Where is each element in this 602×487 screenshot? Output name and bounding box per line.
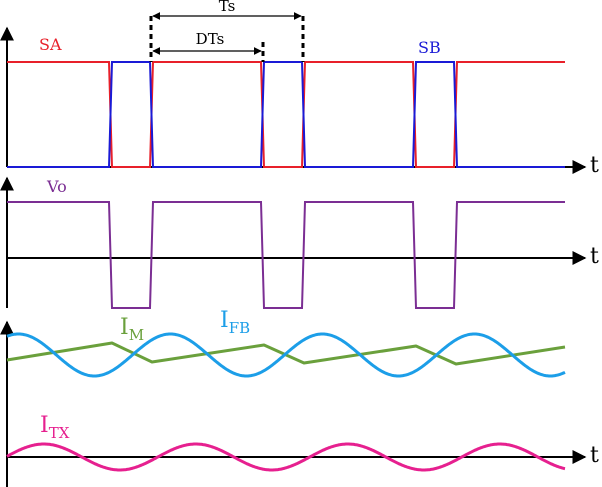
ifb-label: IFB [220, 308, 250, 337]
dts-label: DTs [196, 30, 225, 48]
sb-label: SB [418, 38, 441, 57]
im-label-main: I [120, 315, 129, 340]
sa-waveform [7, 61, 565, 168]
im-label: IM [120, 315, 144, 344]
panel2-t-label: t [590, 244, 599, 269]
ifb-label-main: I [220, 308, 229, 333]
itx-label: ITX [40, 413, 70, 442]
ifb-label-sub: FB [229, 319, 250, 337]
ifb-waveform [6, 332, 566, 378]
sa-label: SA [39, 35, 62, 54]
vo-waveform [7, 201, 565, 309]
itx-waveform [6, 442, 566, 472]
gate-signal-panel: Ts DTs SA SB t [0, 0, 599, 178]
ts-label: Ts [219, 0, 236, 15]
current-panel: IM IFB ITX t [0, 308, 599, 487]
sb-waveform [7, 61, 565, 168]
output-voltage-panel: Vo t [0, 176, 599, 309]
vo-label: Vo [46, 177, 67, 196]
panel3-t-label: t [590, 443, 599, 468]
itx-label-main: I [40, 413, 49, 438]
panel1-t-label: t [590, 153, 599, 178]
itx-label-sub: TX [49, 424, 70, 442]
im-label-sub: M [129, 326, 144, 344]
